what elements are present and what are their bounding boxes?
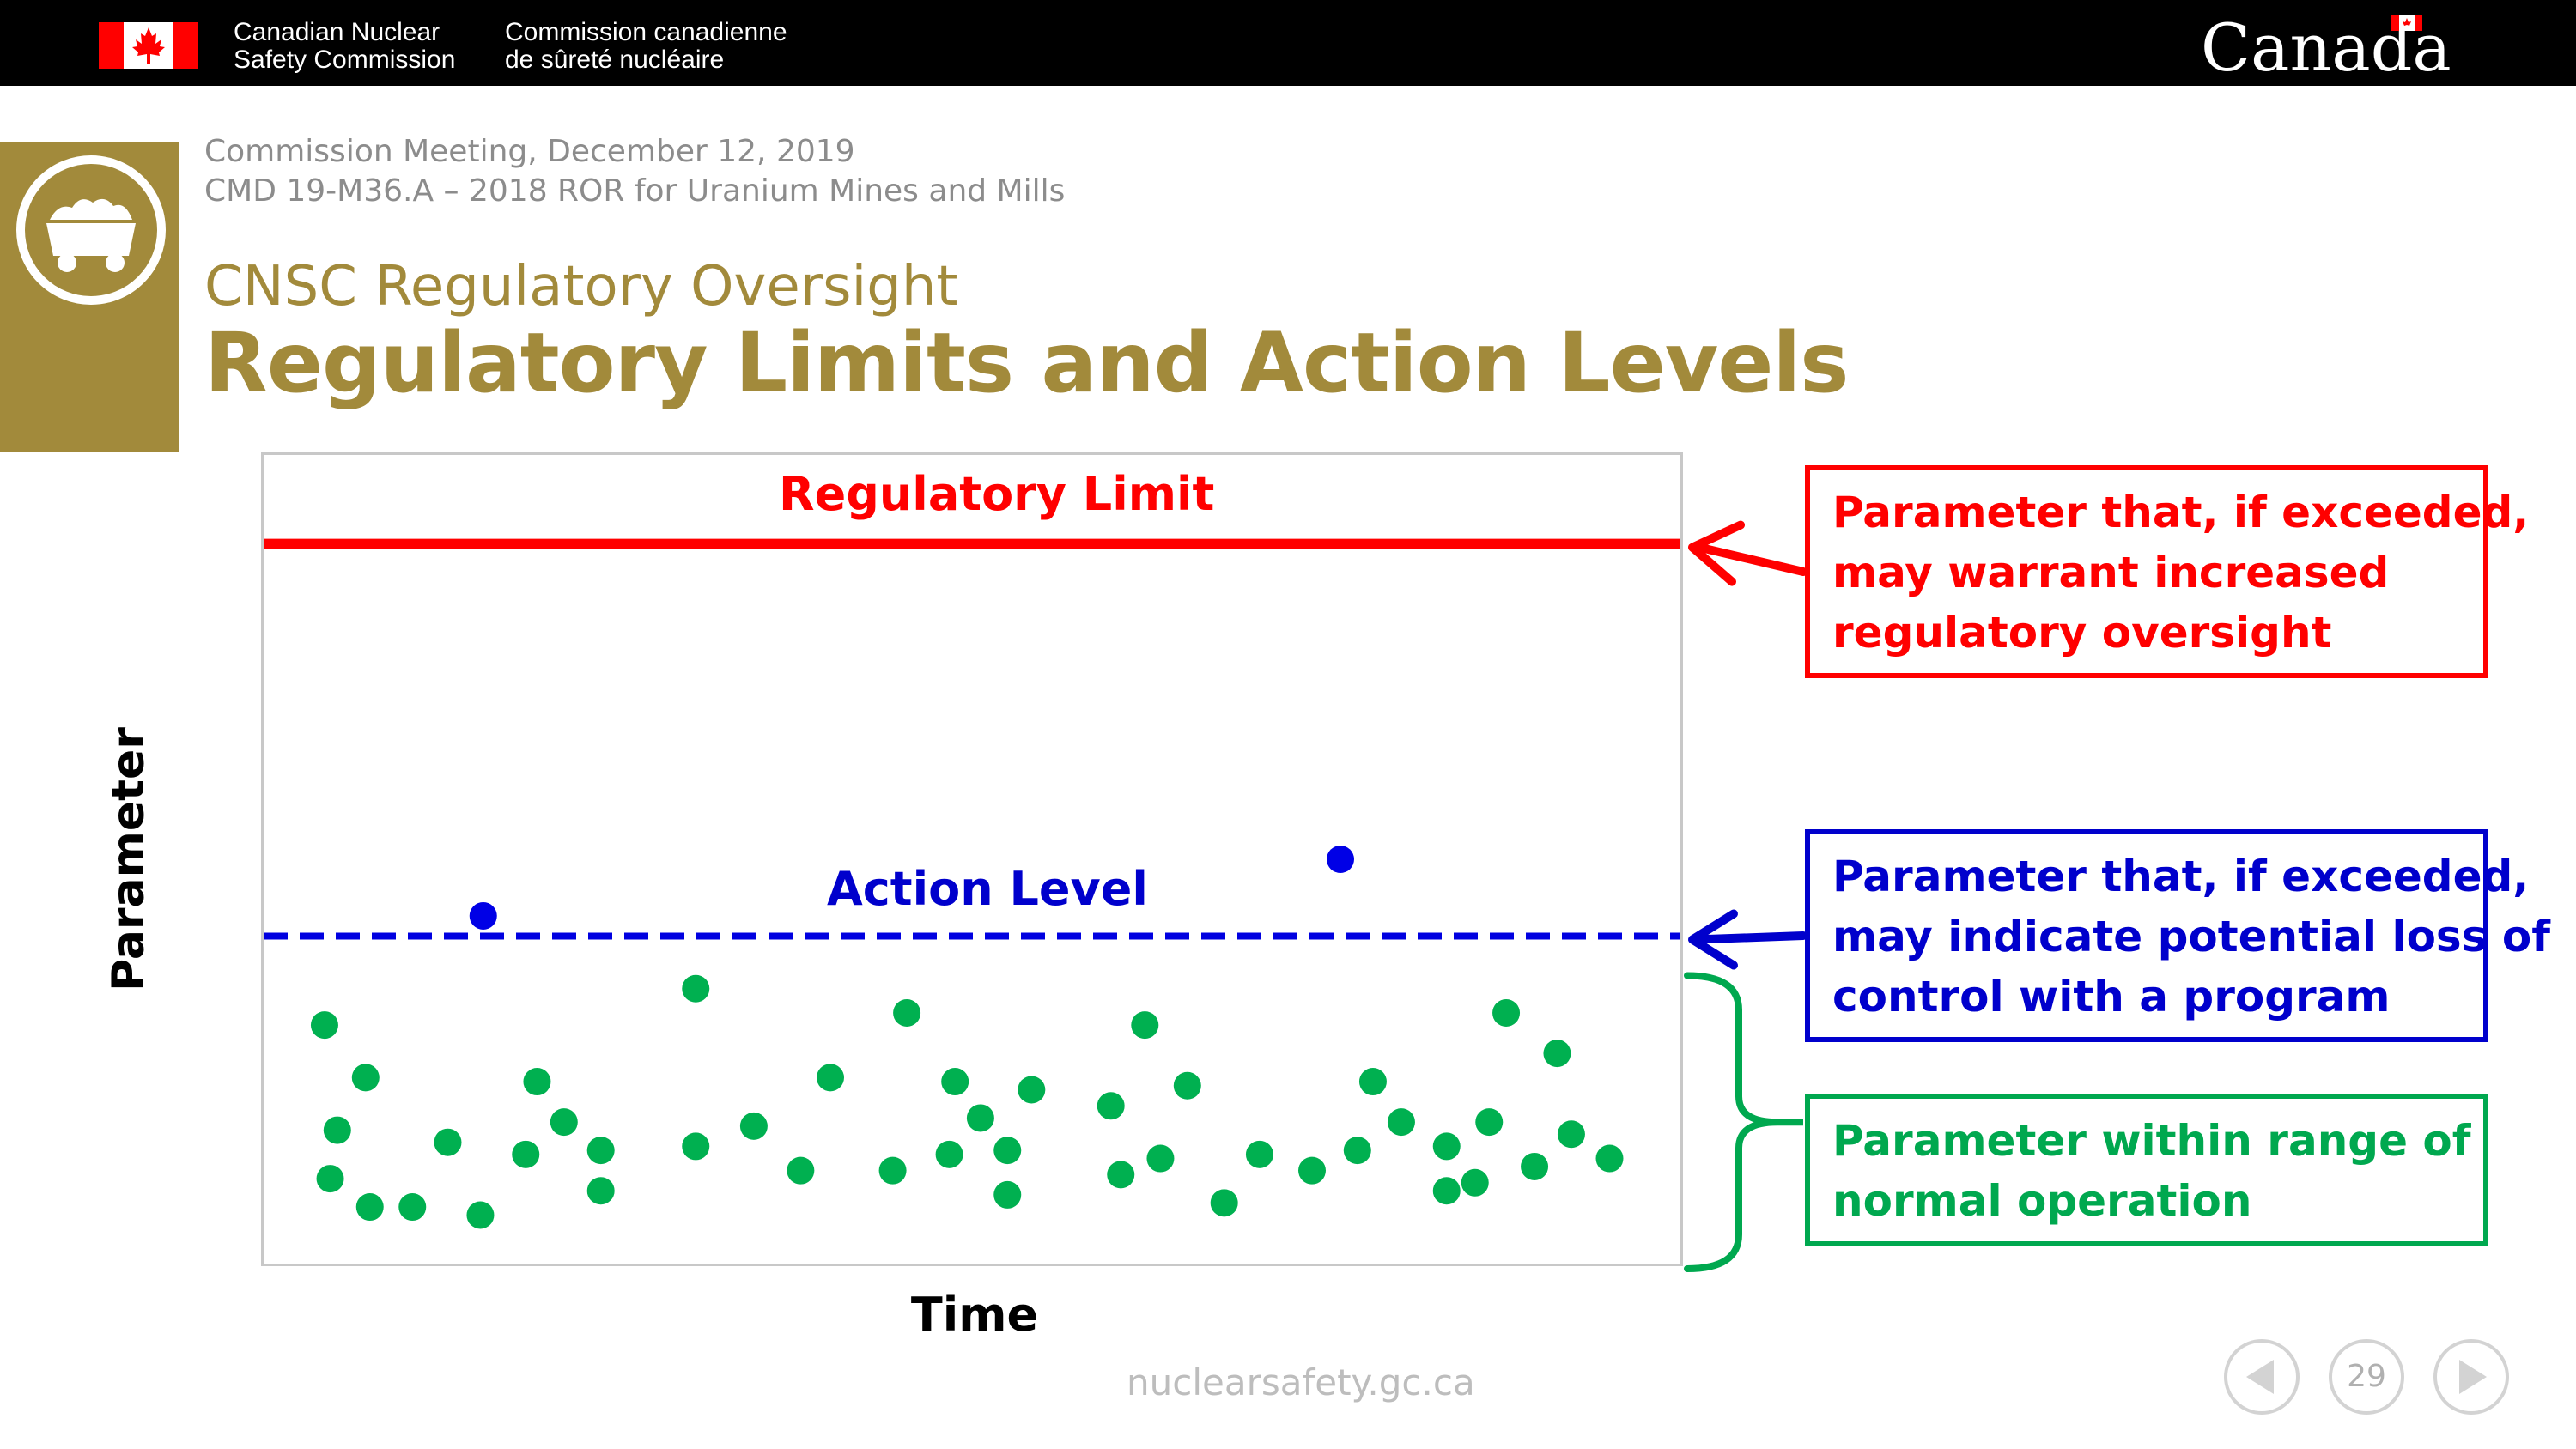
normal-data-point	[355, 1193, 384, 1222]
normal-data-point	[1492, 998, 1521, 1027]
normal-data-point	[586, 1137, 615, 1165]
regulatory-limit-arrowhead	[1688, 520, 1745, 586]
normal-data-point	[1210, 1189, 1238, 1217]
action-level-arrow	[1692, 931, 1807, 944]
normal-range-brace	[1684, 972, 1778, 1272]
normal-data-point	[323, 1116, 351, 1144]
normal-data-point	[966, 1104, 994, 1132]
normal-data-point	[1432, 1132, 1461, 1161]
normal-data-point	[1358, 1068, 1387, 1096]
agency-en-line-1: Canadian Nuclear	[234, 18, 440, 46]
wordmark-flag-icon	[2391, 15, 2422, 31]
normal-data-point	[512, 1140, 540, 1168]
action-level-callout: Parameter that, if exceeded, may indicat…	[1805, 829, 2550, 1042]
normal-data-point	[941, 1068, 969, 1096]
callout-text-line: regulatory oversight	[1832, 608, 2332, 658]
regulatory-limit-callout: Parameter that, if exceeded, may warrant…	[1805, 465, 2530, 678]
normal-data-point	[1475, 1108, 1504, 1137]
regulatory-limit-arrow	[1692, 542, 1807, 576]
footer-website-link[interactable]: nuclearsafety.gc.ca	[1127, 1361, 1475, 1404]
normal-data-point	[1387, 1108, 1415, 1137]
normal-data-point	[398, 1193, 427, 1222]
normal-data-point	[1131, 1011, 1159, 1040]
callout-text-line: may indicate potential loss of	[1832, 912, 2550, 961]
previous-slide-button[interactable]	[2224, 1339, 2300, 1415]
page-number-indicator: 29	[2329, 1339, 2404, 1415]
regulatory-limit-label: Regulatory Limit	[779, 467, 1215, 521]
meeting-info: Commission Meeting, December 12, 2019 CM…	[204, 132, 1065, 211]
normal-data-point	[523, 1068, 551, 1096]
slide-title: Regulatory Limits and Action Levels	[204, 315, 1849, 411]
normal-data-point	[1521, 1152, 1549, 1180]
normal-data-point	[586, 1177, 615, 1205]
normal-operation-callout: Parameter within range of normal operati…	[1805, 1094, 2488, 1246]
normal-data-point	[1173, 1071, 1201, 1100]
normal-data-point	[993, 1137, 1022, 1165]
normal-data-point	[893, 998, 921, 1027]
normal-data-point	[466, 1201, 495, 1229]
normal-data-point	[434, 1128, 462, 1156]
normal-data-point	[1595, 1144, 1624, 1173]
agency-fr-line-2: de sûreté nucléaire	[505, 45, 725, 74]
agency-en-line-2: Safety Commission	[234, 45, 456, 74]
normal-data-point	[682, 974, 710, 1003]
normal-data-point	[310, 1011, 338, 1040]
agency-name-english: Canadian Nuclear Safety Commission	[234, 19, 455, 74]
normal-data-point	[1543, 1040, 1571, 1068]
normal-data-point	[993, 1180, 1022, 1209]
callout-text-line: control with a program	[1832, 972, 2391, 1022]
y-axis-label: Parameter	[103, 727, 155, 991]
normal-data-point	[1432, 1177, 1461, 1205]
normal-data-point	[817, 1064, 844, 1092]
normal-data-point	[1557, 1120, 1585, 1149]
normal-data-point	[1298, 1156, 1326, 1185]
normal-data-point	[1245, 1140, 1273, 1168]
government-header-bar: Canadian Nuclear Safety Commission Commi…	[0, 0, 2576, 86]
normal-data-point	[1461, 1168, 1489, 1197]
normal-data-point	[316, 1165, 344, 1193]
callout-text-line: Parameter that, if exceeded,	[1832, 488, 2530, 537]
action-level-arrowhead	[1688, 909, 1738, 970]
chart-plot-area	[261, 452, 1683, 1266]
triangle-left-icon	[2246, 1360, 2274, 1394]
normal-data-point	[1018, 1076, 1046, 1104]
normal-data-point	[1146, 1144, 1175, 1173]
triangle-right-icon	[2459, 1360, 2487, 1394]
cmd-reference: CMD 19-M36.A – 2018 ROR for Uranium Mine…	[204, 173, 1066, 209]
agency-fr-line-1: Commission canadienne	[505, 18, 787, 46]
normal-data-point	[550, 1108, 578, 1137]
next-slide-button[interactable]	[2433, 1339, 2509, 1415]
action-level-label: Action Level	[827, 862, 1148, 916]
agency-name-french: Commission canadienne de sûreté nucléair…	[505, 19, 787, 74]
normal-data-point	[739, 1112, 768, 1140]
normal-data-point	[787, 1156, 815, 1185]
canada-flag-icon	[99, 22, 198, 69]
normal-data-point	[935, 1140, 963, 1168]
callout-text-line: normal operation	[1832, 1176, 2252, 1226]
normal-data-point	[1107, 1161, 1135, 1189]
slide-subtitle: CNSC Regulatory Oversight	[204, 255, 958, 318]
callout-text-line: Parameter that, if exceeded,	[1832, 852, 2530, 901]
meeting-date: Commission Meeting, December 12, 2019	[204, 134, 855, 169]
exceedance-data-point	[469, 901, 497, 930]
normal-data-point	[351, 1064, 380, 1092]
normal-data-point	[878, 1156, 907, 1185]
mine-cart-icon	[16, 155, 166, 305]
normal-data-point	[1343, 1137, 1371, 1165]
callout-text-line: Parameter within range of	[1832, 1116, 2471, 1166]
normal-data-point	[682, 1132, 710, 1161]
exceedance-data-point	[1327, 846, 1354, 873]
x-axis-label: Time	[910, 1288, 1039, 1342]
callout-text-line: may warrant increased	[1832, 548, 2390, 597]
normal-data-point	[1097, 1092, 1125, 1120]
